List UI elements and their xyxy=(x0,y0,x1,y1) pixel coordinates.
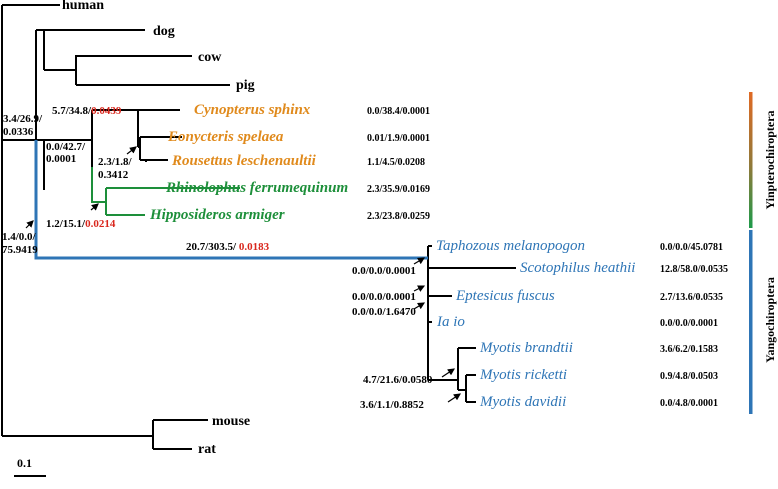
value-iaio: 0.0/0.0/0.0001 xyxy=(660,318,718,329)
taxon-dog: dog xyxy=(153,24,175,39)
node-rhinolophoidea-red: 0.0214 xyxy=(85,218,116,230)
node-rhinolophoidea: 1.2/15.1/0.0214 xyxy=(46,218,116,230)
node-yango-branch-red: 0.0183 xyxy=(239,241,270,253)
branches-outgroup xyxy=(1,4,516,450)
taxon-eptesicus: Eptesicus fuscus xyxy=(455,288,555,304)
node-pteropodidae-values: 5.7/34.8/ xyxy=(52,105,92,117)
taxon-taphozous: Taphozous melanopogon xyxy=(436,238,585,254)
node-laurasiatheria-line2: 0.0336 xyxy=(3,126,34,138)
scale-bar-label: 0.1 xyxy=(17,456,32,470)
arrow-myotis xyxy=(441,368,455,378)
taxon-mbrandtii: Myotis brandtii xyxy=(479,340,573,356)
taxon-mdavidii: Myotis davidii xyxy=(479,394,566,410)
clade-bar-yinpterochiroptera xyxy=(749,92,753,228)
value-eonycteris: 0.01/1.9/0.0001 xyxy=(367,133,430,144)
node-chiroptera-line1: 1.4/0.0/ xyxy=(2,231,37,243)
branches-rhinolophoidea xyxy=(91,167,240,216)
value-rhinolophus: 2.3/35.9/0.0169 xyxy=(367,184,430,195)
value-rousettus: 1.1/4.5/0.0208 xyxy=(367,157,425,168)
node-yango-branch: 20.7/303.5/ 0.0183 xyxy=(186,241,270,253)
branch-rhino-stem xyxy=(91,167,106,203)
taxon-rousettus: Rousettus leschenaultii xyxy=(171,153,317,169)
node-pteropodidae-red: 0.0439 xyxy=(91,105,122,117)
arrow-myotis-inner xyxy=(447,393,461,403)
node-myotis: 4.7/21.6/0.0580 xyxy=(363,374,433,386)
value-mdavidii: 0.0/4.8/0.0001 xyxy=(660,398,718,409)
node-yango-2: 0.0/0.0/0.0001 xyxy=(352,291,416,303)
taxon-hipposideros: Hipposideros armiger xyxy=(149,207,285,223)
arrow-yango-2 xyxy=(413,285,426,292)
node-pteropodidae: 5.7/34.8/0.0439 xyxy=(52,105,122,117)
taxon-cynopterus: Cynopterus sphinx xyxy=(194,102,311,118)
node-yango-branch-values: 20.7/303.5/ xyxy=(186,241,239,253)
value-taphozous: 0.0/0.0/45.0781 xyxy=(660,242,723,253)
taxon-scotophilus: Scotophilus heathii xyxy=(520,260,635,276)
node-yango-3: 0.0/0.0/1.6470 xyxy=(352,306,416,318)
branch-yangochiroptera-stem xyxy=(34,140,428,260)
taxon-labels-outgroup: human dog cow pig mouse rat xyxy=(62,0,255,457)
taxon-rat: rat xyxy=(198,442,216,457)
taxon-mouse: mouse xyxy=(212,414,250,429)
taxon-human: human xyxy=(62,0,104,13)
value-cynopterus: 0.0/38.4/0.0001 xyxy=(367,106,430,117)
taxon-rhinolophus: Rhinolophus ferrumequinum xyxy=(165,180,348,196)
node-rhinolophoidea-values: 1.2/15.1/ xyxy=(46,218,86,230)
taxon-iaio: Ia io xyxy=(436,314,465,330)
value-scotophilus: 12.8/58.0/0.0535 xyxy=(660,264,728,275)
node-yango-1: 0.0/0.0/0.0001 xyxy=(352,265,416,277)
node-labels: 3.4/26.9/ 0.0336 5.7/34.8/0.0439 0.0/42.… xyxy=(2,105,433,411)
node-laurasiatheria-line1: 3.4/26.9/ xyxy=(3,113,43,125)
arrow-rhinolophoidea xyxy=(90,203,99,211)
branch-values: 0.0/38.4/0.0001 0.01/1.9/0.0001 1.1/4.5/… xyxy=(367,106,728,409)
clade-label-yangochiroptera: Yangochiroptera xyxy=(763,277,777,363)
arrow-yango-3 xyxy=(413,302,426,310)
taxon-mricketti: Myotis ricketti xyxy=(479,367,567,383)
value-eptesicus: 2.7/13.6/0.0535 xyxy=(660,292,723,303)
clade-label-yinpterochiroptera: Yinpterochiroptera xyxy=(763,110,777,209)
clade-bar-yangochiroptera xyxy=(749,230,753,414)
value-mbrandtii: 3.6/6.2/0.1583 xyxy=(660,344,718,355)
node-arrows xyxy=(25,146,461,403)
node-yinptero-line2: 0.0001 xyxy=(46,153,76,165)
value-mricketti: 0.9/4.8/0.0503 xyxy=(660,371,718,382)
node-eony-rous-line1: 2.3/1.8/ xyxy=(98,156,133,168)
value-hipposideros: 2.3/23.8/0.0259 xyxy=(367,211,430,222)
arrow-eony-rous xyxy=(126,146,137,155)
node-chiroptera-line2: 75.9419 xyxy=(2,244,38,256)
arrow-chiroptera xyxy=(25,220,34,229)
node-eony-rous-line2: 0.3412 xyxy=(98,169,129,181)
arrow-yango-1 xyxy=(413,257,426,265)
node-myotis-inner: 3.6/1.1/0.8852 xyxy=(360,399,424,411)
node-yinptero-line1: 0.0/42.7/ xyxy=(46,141,86,153)
taxon-labels-bats: Cynopterus sphinx Eonycteris spelaea Rou… xyxy=(149,102,635,410)
taxon-cow: cow xyxy=(198,50,222,65)
taxon-pig: pig xyxy=(236,78,255,93)
taxon-eonycteris: Eonycteris spelaea xyxy=(167,129,284,145)
